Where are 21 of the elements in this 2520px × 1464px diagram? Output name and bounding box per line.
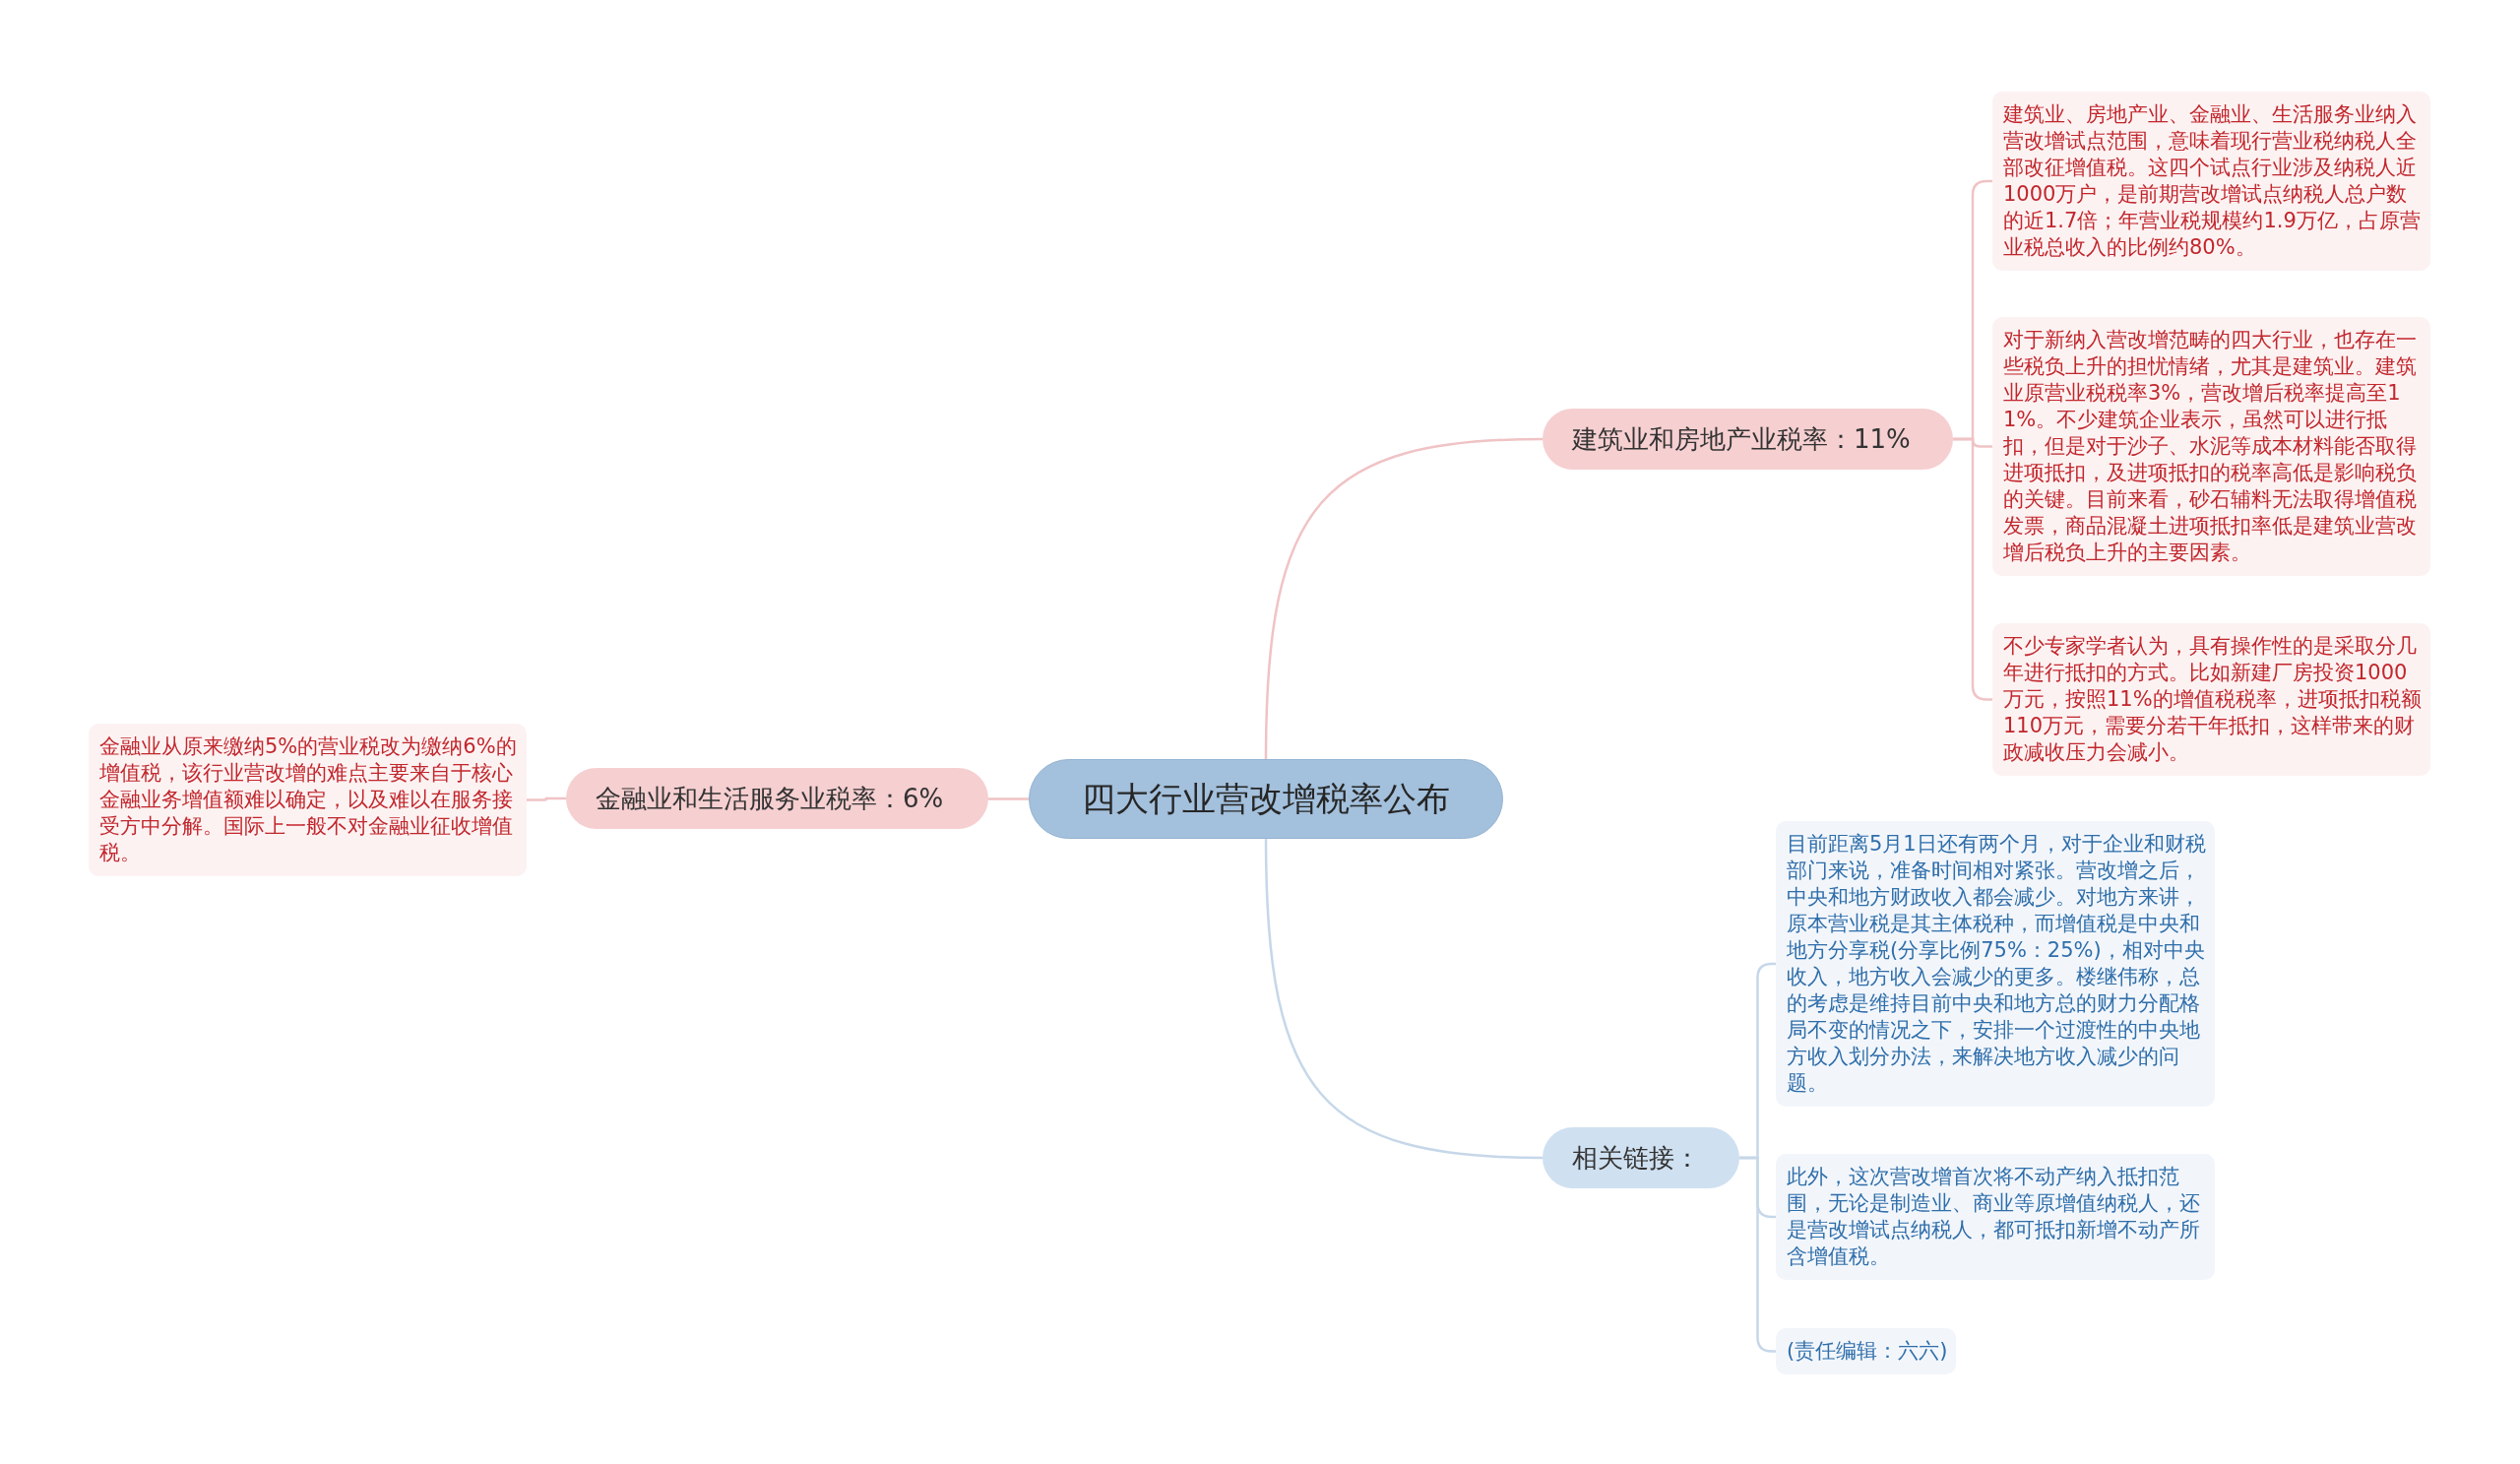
- topic-label: 金融业和生活服务业税率：6%: [596, 782, 944, 815]
- connector-line: [1264, 838, 1544, 1160]
- connector-line: [1739, 1156, 1776, 1353]
- topic-label: 建筑业和房地产业税率：11%: [1572, 422, 1911, 456]
- connector-line: [988, 797, 1029, 800]
- note-text: (责任编辑：六六): [1787, 1338, 1948, 1365]
- topic-label: 相关链接：: [1572, 1141, 1700, 1175]
- note-text: 不少专家学者认为，具有操作性的是采取分几年进行抵扣的方式。比如新建厂房投资1000万元，按照11%的增值税税率，进项抵扣税额110万元，需要分若干年抵扣，这样带来的财政减收压力会减小。: [2003, 633, 2422, 766]
- note-text: 此外，这次营改增首次将不动产纳入抵扣范围，无论是制造业、商业等原增值纳税人，还是营改增试点纳税人，都可抵扣新增不动产所含增值税。: [1787, 1164, 2201, 1270]
- note-card: [89, 724, 527, 876]
- topic-title: 四大行业营改增税率公布: [1082, 778, 1450, 820]
- connector-line: [527, 796, 566, 801]
- note-card: [1776, 1154, 2215, 1280]
- note-card: [1776, 1328, 1957, 1374]
- note-card: [1992, 623, 2430, 776]
- note-text: 金融业从原来缴纳5%的营业税改为缴纳6%的增值税，该行业营改增的难点主要来自于核心金融业务增值额难以确定，以及难以在服务接受方中分解。国际上一般不对金融业征收增值税。: [99, 733, 518, 866]
- note-text: 目前距离5月1日还有两个月，对于企业和财税部门来说，准备时间相对紧张。营改增之后，中央和地方财政收入都会减少。对地方来讲，原本营业税是其主体税种，而增值税是中央和地方分享税(分享比例75%：25%)，相对中央收入，地方收入会减少的更多。楼继伟称，总的考虑是维持目前中央和地方总的财力分配格局不变的情况之下，安排一个过渡性的中央地方收入划分办法，来解决地方收入减少的问题。: [1787, 831, 2206, 1097]
- connector-line: [1953, 437, 1992, 701]
- note-text: 建筑业、房地产业、金融业、生活服务业纳入营改增试点范围，意味着现行营业税纳税人全部改征增值税。这四个试点行业涉及纳税人近1000万户，是前期营改增试点纳税人总户数的近1.7倍；年营业税规模约1.9万亿，占原营业税总收入的比例约80%。: [2003, 101, 2422, 261]
- note-text: 对于新纳入营改增范畴的四大行业，也存在一些税负上升的担忧情绪，尤其是建筑业。建筑业原营业税税率3%，营改增后税率提高至11%。不少建筑企业表示，虽然可以进行抵扣，但是对于沙子、水泥等成本材料能否取得进项抵扣，及进项抵扣的税率高低是影响税负的关键。目前来看，砂石辅料无法取得增值税发票，商品混凝土进项抵扣率低是建筑业营改增后税负上升的主要因素。: [2003, 327, 2418, 566]
- connector-line: [1264, 437, 1544, 760]
